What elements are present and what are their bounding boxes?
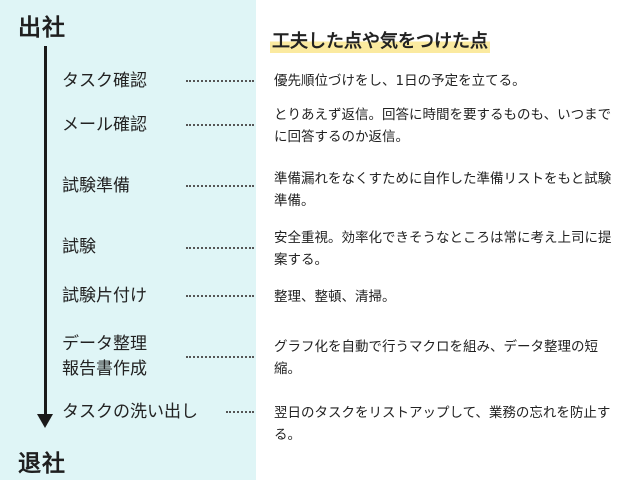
leader-dots bbox=[186, 247, 254, 249]
task-label: 試験 bbox=[62, 237, 96, 257]
task-label: メール確認 bbox=[62, 115, 147, 135]
leader-dots bbox=[186, 356, 254, 358]
note-text: 準備漏れをなくすために自作した準備リストをもと試験準備。 bbox=[274, 171, 612, 209]
task-label: データ整理 報告書作成 bbox=[62, 334, 147, 379]
timeline-arrow-icon bbox=[37, 414, 53, 428]
note-text: 優先順位づけをし、1日の予定を立てる。 bbox=[274, 73, 526, 89]
task-label: タスク確認 bbox=[62, 71, 147, 91]
note-text: 翌日のタスクをリストアップして、業務の忘れを防止する。 bbox=[274, 405, 611, 443]
note-text: 整理、整頓、清掃。 bbox=[274, 289, 396, 305]
note-text: グラフ化を自動で行うマクロを組み、データ整理の短縮。 bbox=[274, 339, 598, 377]
task-label: 試験準備 bbox=[62, 176, 130, 196]
end-label: 退社 bbox=[18, 451, 66, 477]
leader-dots bbox=[186, 295, 254, 297]
task-label: タスクの洗い出し bbox=[62, 402, 198, 422]
leader-dots bbox=[186, 80, 254, 82]
leader-dots bbox=[186, 124, 254, 126]
leader-dots bbox=[186, 185, 254, 187]
start-label: 出社 bbox=[18, 15, 66, 41]
notes-header: 工夫した点や気をつけた点 bbox=[270, 27, 490, 53]
leader-dots bbox=[226, 411, 254, 413]
task-label: 試験片付け bbox=[62, 286, 147, 306]
note-text: 安全重視。効率化できそうなところは常に考え上司に提案する。 bbox=[274, 230, 612, 268]
note-text: とりあえず返信。回答に時間を要するものも、いつまでに回答するのか返信。 bbox=[274, 107, 612, 145]
timeline-line bbox=[44, 46, 47, 420]
